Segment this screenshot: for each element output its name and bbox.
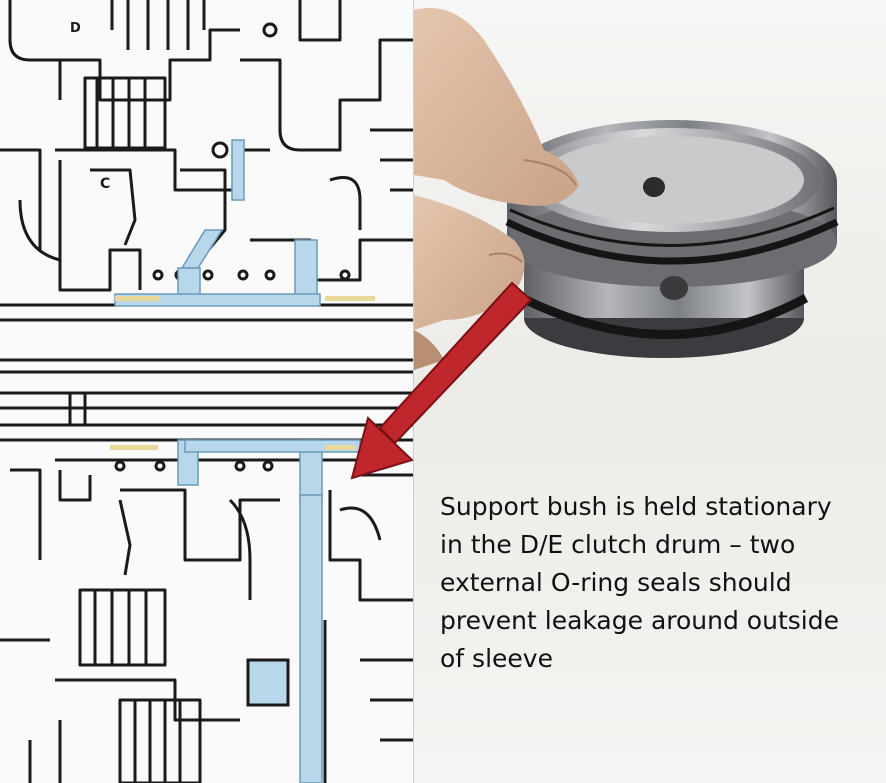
caption-line: external O-ring seals should — [440, 568, 792, 597]
diagram-center-shaft — [0, 358, 413, 425]
diagram-drawing: D C — [0, 0, 413, 783]
o-ring-seals — [505, 206, 839, 339]
diagram-outline-lower — [0, 423, 413, 783]
diagram-label-c: C — [100, 176, 110, 192]
caption-line: prevent leakage around outside — [440, 606, 839, 635]
caption-line: in the D/E clutch drum – two — [440, 530, 796, 559]
diagram-outline-upper — [0, 0, 413, 322]
diagram-bushings — [110, 296, 375, 450]
transmission-cross-section-diagram: D C — [0, 0, 414, 783]
caption-line: of sleeve — [440, 644, 553, 673]
caption-line: Support bush is held stationary — [440, 492, 832, 521]
support-bush-photo — [414, 0, 886, 783]
photo-drawing — [414, 0, 886, 783]
diagram-label-d: D — [70, 21, 81, 36]
caption-text: Support bush is held stationary in the D… — [440, 488, 880, 678]
diagram-oil-passages — [114, 139, 361, 783]
